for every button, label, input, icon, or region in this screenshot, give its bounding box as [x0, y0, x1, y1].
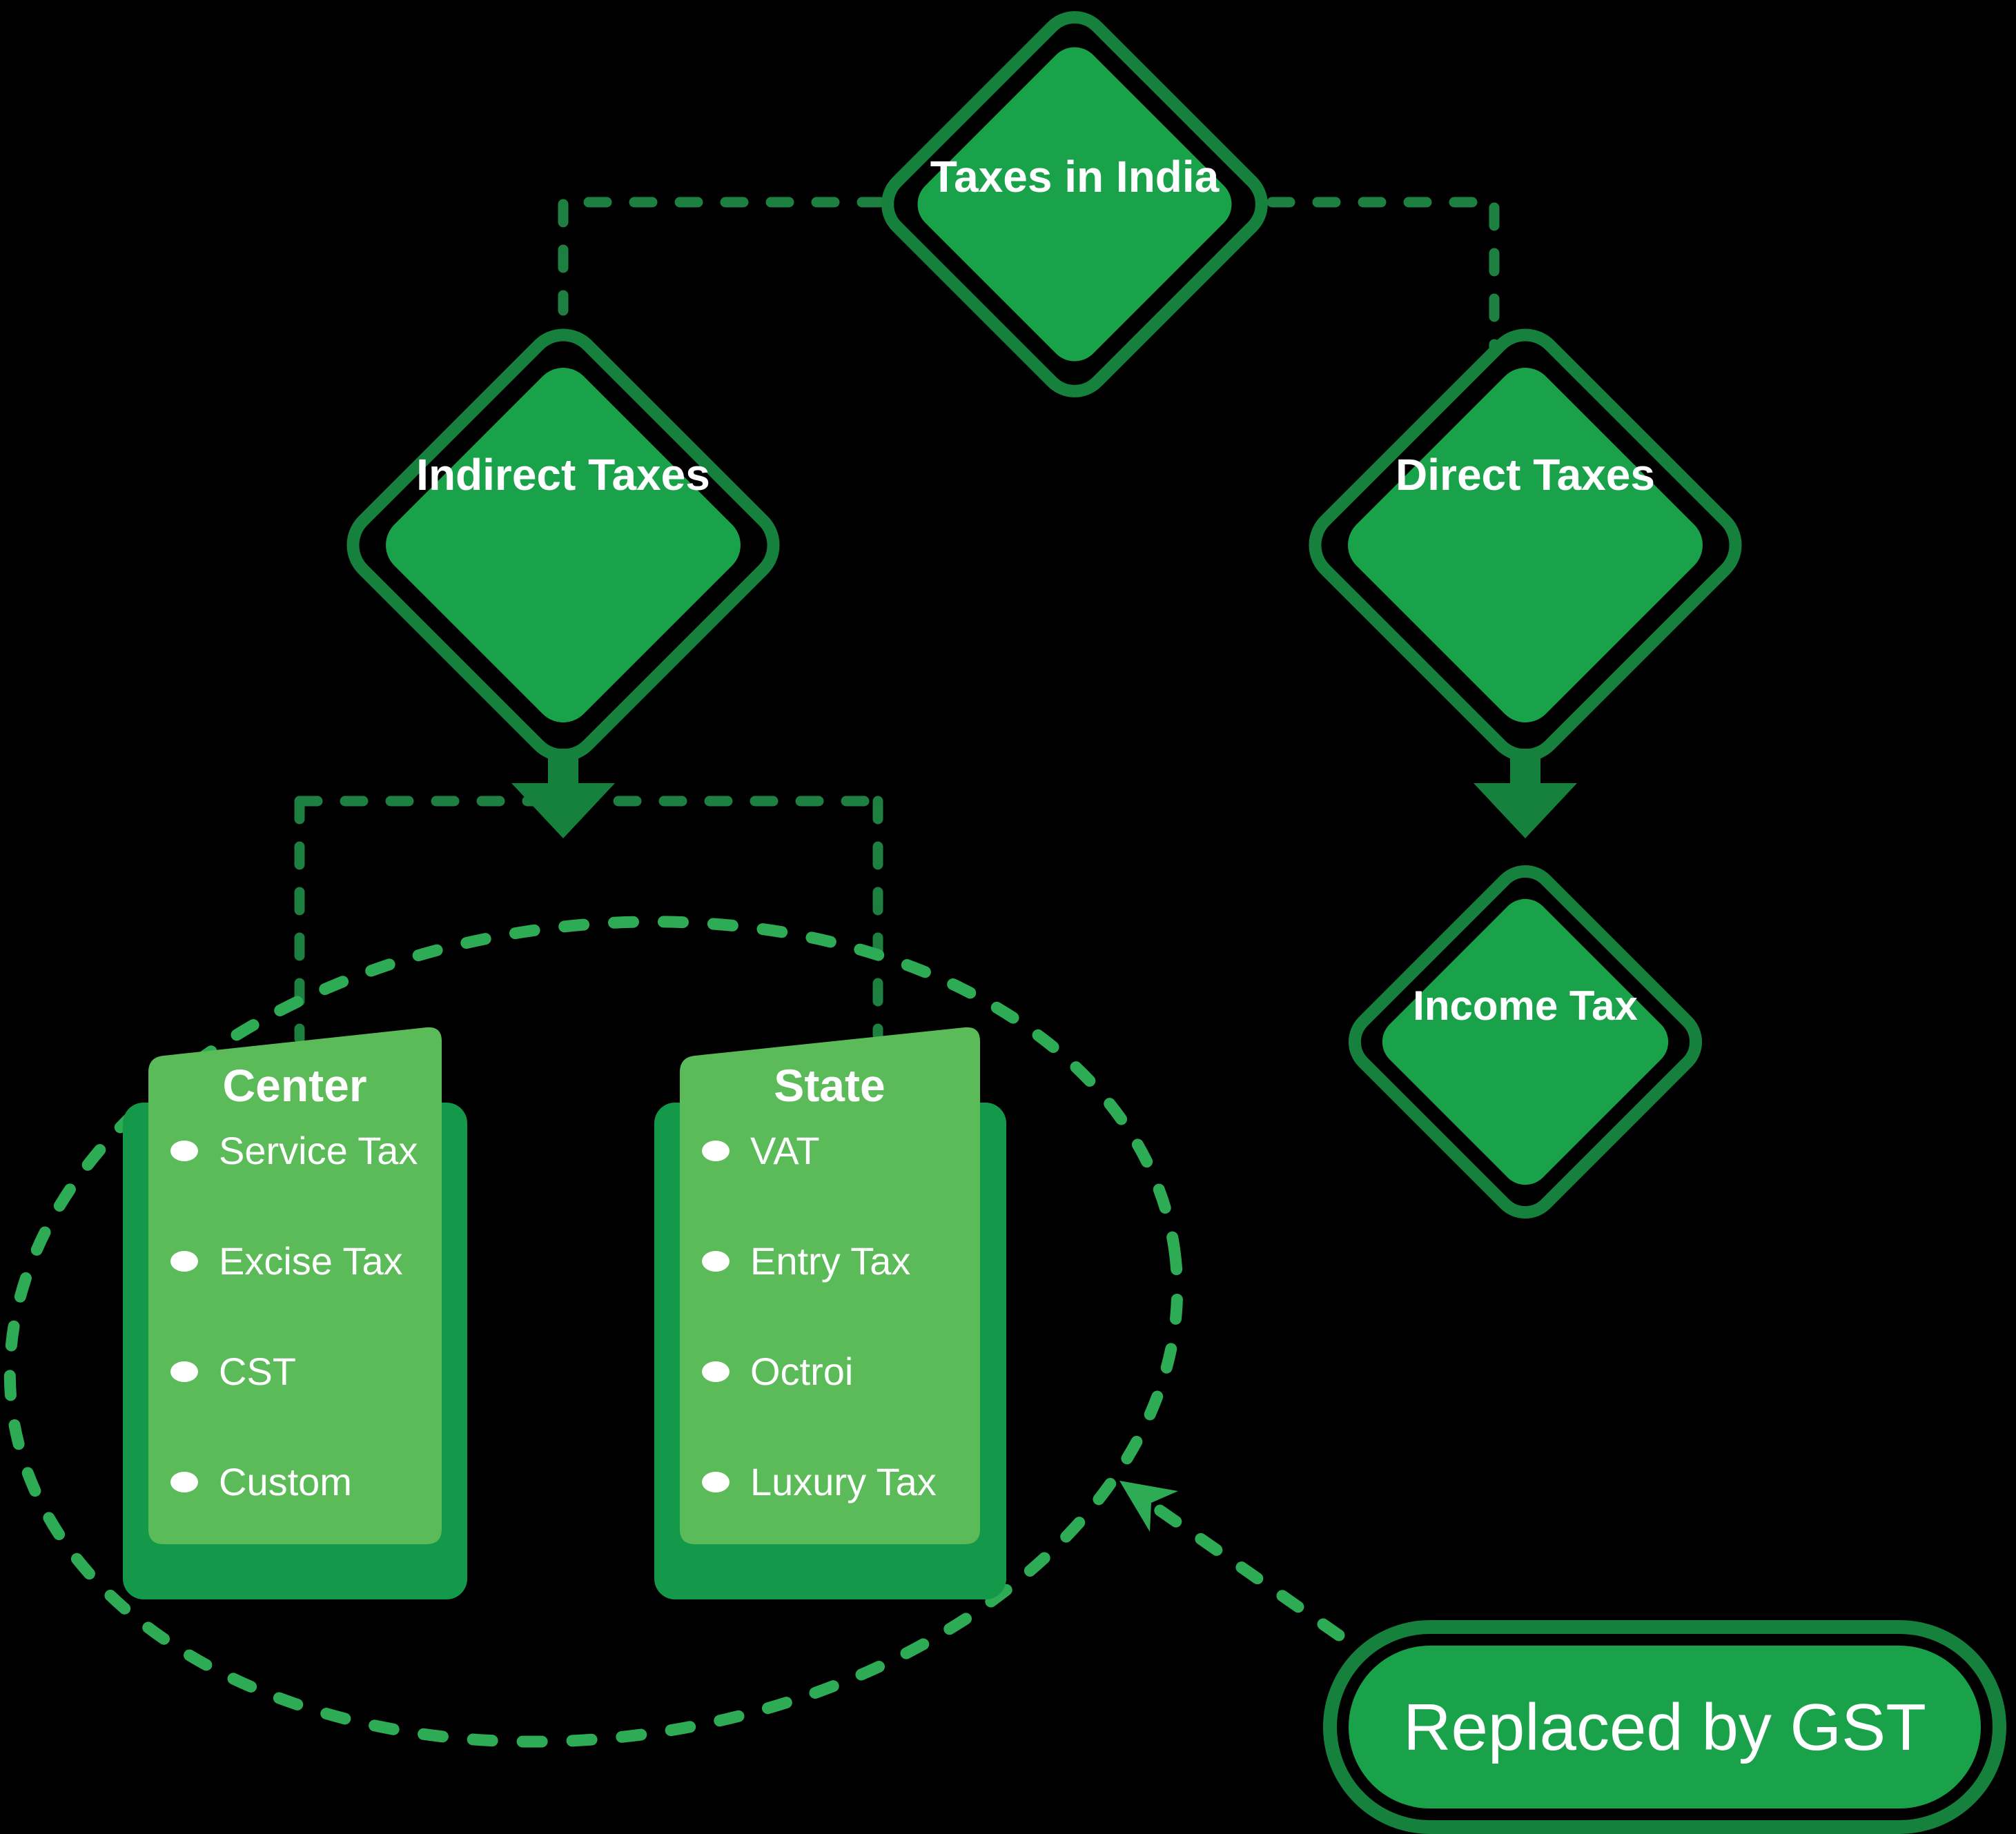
diamond-indirect-taxes: Indirect Taxes: [346, 328, 780, 762]
state-item: VAT: [750, 1129, 820, 1172]
bullet-dot-icon: [170, 1251, 198, 1272]
diamond-income-tax: Income Tax: [1348, 865, 1703, 1219]
callout-label: Replaced by GST: [1403, 1690, 1926, 1764]
diamond-ring: [1309, 328, 1742, 762]
diamond-ring: [881, 11, 1268, 397]
dashed-arrow-icon: [1119, 1481, 1345, 1641]
center-card: Center Service Tax Excise Tax CST Custom: [123, 1027, 467, 1599]
diamond-fill: [917, 47, 1232, 362]
dashed-highlight-ellipse: [3, 916, 1184, 1748]
diamond-label: Income Tax: [1413, 983, 1638, 1029]
state-item: Luxury Tax: [750, 1460, 937, 1503]
diamond-label: Indirect Taxes: [416, 450, 710, 500]
down-arrow-icon: [1474, 749, 1577, 838]
diamond-taxes-in-india: Taxes in India: [881, 11, 1268, 397]
diamond-ring: [346, 328, 780, 762]
state-card-title: State: [774, 1060, 885, 1111]
diamond-direct-taxes: Direct Taxes: [1309, 328, 1742, 762]
center-item: Service Tax: [219, 1129, 418, 1172]
dashed-elbow-connector-right: [1266, 197, 1500, 357]
state-card: State VAT Entry Tax Octroi Luxury Tax: [654, 1027, 1006, 1599]
down-arrow-icon: [511, 749, 615, 838]
center-card-panel: [148, 1027, 442, 1544]
bullet-dot-icon: [170, 1361, 198, 1382]
bullet-dot-icon: [702, 1141, 730, 1161]
center-item: Excise Tax: [219, 1239, 403, 1283]
diamond-fill: [1382, 898, 1669, 1185]
callout-ring: [1323, 1620, 2006, 1834]
bullet-dot-icon: [170, 1472, 198, 1492]
center-card-title: Center: [222, 1060, 366, 1111]
replaced-by-gst-callout: Replaced by GST: [1323, 1620, 2006, 1834]
bullet-dot-icon: [702, 1472, 730, 1492]
dashed-elbow-connector-left: [558, 197, 885, 316]
state-item: Octroi: [750, 1350, 853, 1393]
center-item: CST: [219, 1350, 296, 1393]
diamond-ring: [1348, 865, 1703, 1219]
bullet-dot-icon: [702, 1251, 730, 1272]
center-item: Custom: [219, 1460, 352, 1503]
callout-fill: [1349, 1646, 1981, 1808]
diamond-label: Direct Taxes: [1396, 450, 1655, 500]
diamond-fill: [1348, 368, 1703, 722]
state-card-panel: [680, 1027, 980, 1544]
bullet-dot-icon: [702, 1361, 730, 1382]
state-item: Entry Tax: [750, 1239, 910, 1283]
diamond-label: Taxes in India: [930, 152, 1220, 201]
diamond-fill: [386, 368, 741, 722]
bullet-dot-icon: [170, 1141, 198, 1161]
